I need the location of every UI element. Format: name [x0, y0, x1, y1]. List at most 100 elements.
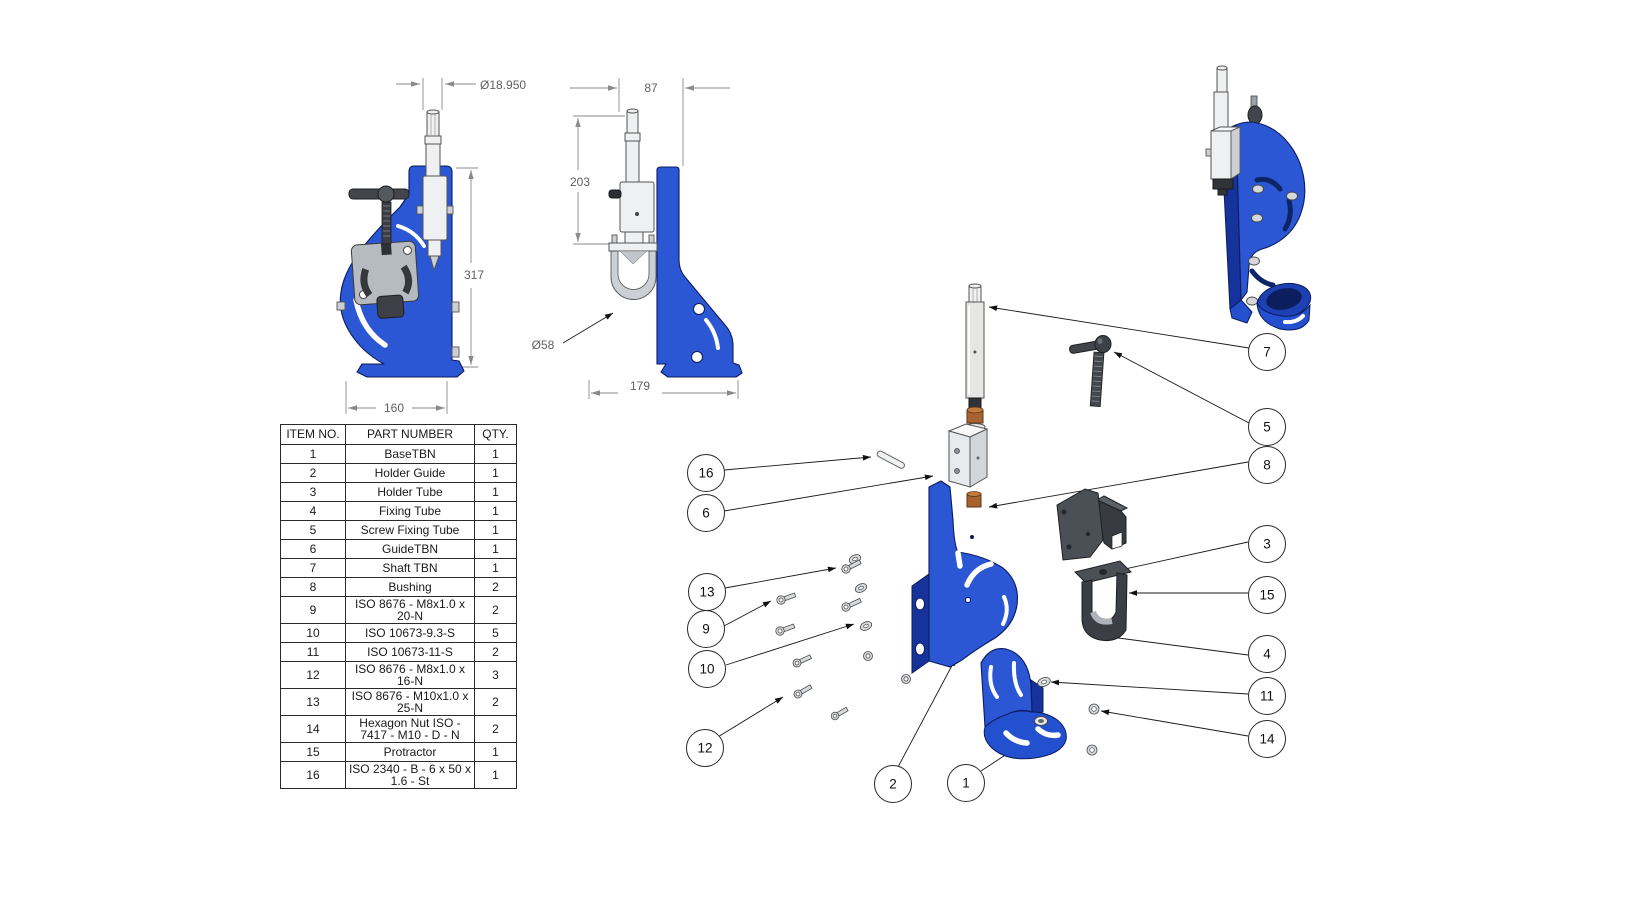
- svg-text:3: 3: [1263, 537, 1271, 552]
- bom-cell: Protractor: [345, 742, 475, 762]
- bom-cell: 1: [474, 444, 517, 464]
- bom-cell: 2: [474, 596, 517, 624]
- exploded-bushing-lower: [966, 491, 982, 508]
- bom-cell: 6: [280, 539, 346, 559]
- dim-label-tube-diameter: Ø58: [532, 338, 555, 352]
- balloon-13: 13: [688, 573, 726, 611]
- balloon-7: 7: [1248, 333, 1286, 371]
- bom-cell: 1: [474, 761, 517, 789]
- balloon-8: 8: [1248, 446, 1286, 484]
- bom-cell: BaseTBN: [345, 444, 475, 464]
- bom-cell: ISO 10673-9.3-S: [345, 623, 475, 643]
- bom-cell: 1: [474, 463, 517, 483]
- bom-cell: 1: [474, 742, 517, 762]
- side-dim-top-width: 87: [570, 78, 730, 166]
- bom-cell: 2: [474, 642, 517, 662]
- exploded-protractor: [1056, 488, 1129, 561]
- front-side-pin: [336, 301, 346, 311]
- front-dim-shaft-diameter: Ø18.950: [396, 78, 526, 110]
- bom-cell: 2: [474, 688, 517, 716]
- svg-text:16: 16: [698, 466, 713, 481]
- side-view: 87 203 Ø58 179: [532, 78, 743, 399]
- bom-col-part-number: PART NUMBER: [345, 424, 475, 445]
- leader-12: [712, 696, 784, 741]
- bom-cell: ISO 8676 - M8x1.0 x 20-N: [345, 596, 475, 624]
- side-fixing-tube-clamp: [608, 234, 658, 300]
- bom-cell: 7: [280, 558, 346, 578]
- bom-cell: Holder Tube: [345, 482, 475, 502]
- svg-text:14: 14: [1259, 732, 1275, 747]
- bom-cell: 5: [474, 623, 517, 643]
- svg-text:15: 15: [1259, 588, 1274, 603]
- bom-cell: 2: [474, 715, 517, 743]
- leader-5: [1113, 351, 1250, 424]
- leader-8: [988, 461, 1249, 509]
- dim-label-side-base-width: 179: [630, 379, 650, 393]
- side-dim-base-width: 179: [588, 379, 739, 399]
- leader-13: [724, 566, 837, 589]
- leader-11: [1050, 679, 1249, 695]
- bom-cell: 1: [474, 482, 517, 502]
- svg-text:9: 9: [702, 622, 710, 637]
- bom-cell: 11: [280, 642, 346, 662]
- bom-cell: 9: [280, 596, 346, 624]
- balloon-10: 10: [688, 650, 726, 688]
- front-screw-fixing-tube: [348, 185, 410, 245]
- bom-cell: GuideTBN: [345, 539, 475, 559]
- front-side-screw: [451, 301, 460, 313]
- svg-text:2: 2: [889, 777, 897, 792]
- iso-body-holder-guide: [1235, 121, 1306, 301]
- bom-cell: 5: [280, 520, 346, 540]
- bom-cell: ISO 8676 - M10x1.0 x 25-N: [345, 688, 475, 716]
- svg-text:13: 13: [699, 585, 714, 600]
- balloon-leader-lines: [712, 305, 1250, 772]
- front-holder-tube-assembly: [416, 109, 454, 272]
- leader-7: [988, 305, 1250, 349]
- exploded-fasteners: [775, 554, 1100, 756]
- iso-base-holder: [1229, 282, 1312, 331]
- front-view: Ø18.950 317 160: [336, 78, 526, 415]
- balloon-4: 4: [1248, 635, 1286, 673]
- svg-text:4: 4: [1263, 647, 1271, 662]
- svg-text:1: 1: [962, 776, 970, 791]
- bom-cell: 14: [280, 715, 346, 743]
- dim-label-front-width: 160: [384, 401, 404, 415]
- balloon-1: 1: [947, 764, 985, 802]
- balloons: 16 6 13 9 10 12 2 1 7 5 8 3 15 4 11 14: [686, 333, 1286, 803]
- side-dim-cylinder-height: 203: [570, 115, 625, 245]
- side-body-base-tbn: [656, 166, 743, 378]
- iso-guide-block: [1210, 130, 1232, 180]
- bom-cell: 2: [280, 463, 346, 483]
- leader-9: [723, 600, 772, 627]
- dim-label-front-height: 317: [464, 268, 484, 282]
- balloon-11: 11: [1248, 677, 1286, 715]
- exploded-pin: [876, 450, 905, 469]
- exploded-fixing-tube: [1074, 560, 1132, 641]
- isometric-view: [1205, 65, 1312, 331]
- dim-label-front-diameter: Ø18.950: [480, 78, 526, 92]
- bom-cell: 1: [474, 539, 517, 559]
- bom-cell: ISO 2340 - B - 6 x 50 x 1.6 - St: [345, 761, 475, 789]
- bom-cell: Hexagon Nut ISO - 7417 - M10 - D - N: [345, 715, 475, 743]
- iso-shaft: [1216, 67, 1228, 95]
- bom-cell: 1: [474, 520, 517, 540]
- bom-col-item-no: ITEM NO.: [280, 424, 346, 445]
- bom-cell: 1: [474, 501, 517, 521]
- leader-4: [1102, 634, 1249, 656]
- bom-cell: Fixing Tube: [345, 501, 475, 521]
- bom-cell: Holder Guide: [345, 463, 475, 483]
